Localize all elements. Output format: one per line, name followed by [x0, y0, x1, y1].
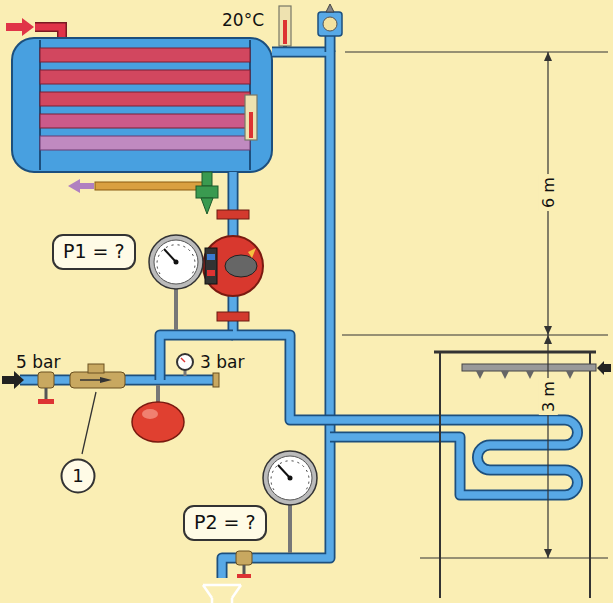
- pressure-gauge: [149, 235, 203, 330]
- circulation-pump: [203, 210, 263, 321]
- node-text: P2 = ?: [194, 511, 256, 535]
- dimension-label: 6 m: [538, 175, 557, 212]
- pressure-label: 5 bar: [16, 352, 60, 372]
- pipework: [20, 34, 578, 578]
- pressure-gauge: [263, 451, 317, 553]
- air-vent: [318, 4, 342, 36]
- dimension-lines: [342, 52, 608, 558]
- temperature-label: 20°C: [222, 10, 264, 30]
- callout-number: 1: [60, 458, 96, 494]
- question-box: P2 = ?: [183, 505, 267, 541]
- question-box: P1 = ?: [52, 234, 136, 270]
- pressure-label: 3 bar: [200, 352, 244, 372]
- drain-valve: [203, 551, 252, 603]
- cooling-tower: [434, 352, 611, 598]
- node-text: 1: [72, 465, 83, 487]
- node-text: P1 = ?: [63, 240, 125, 264]
- dimension-label: 3 m: [538, 379, 557, 416]
- callout-outline: [62, 460, 95, 493]
